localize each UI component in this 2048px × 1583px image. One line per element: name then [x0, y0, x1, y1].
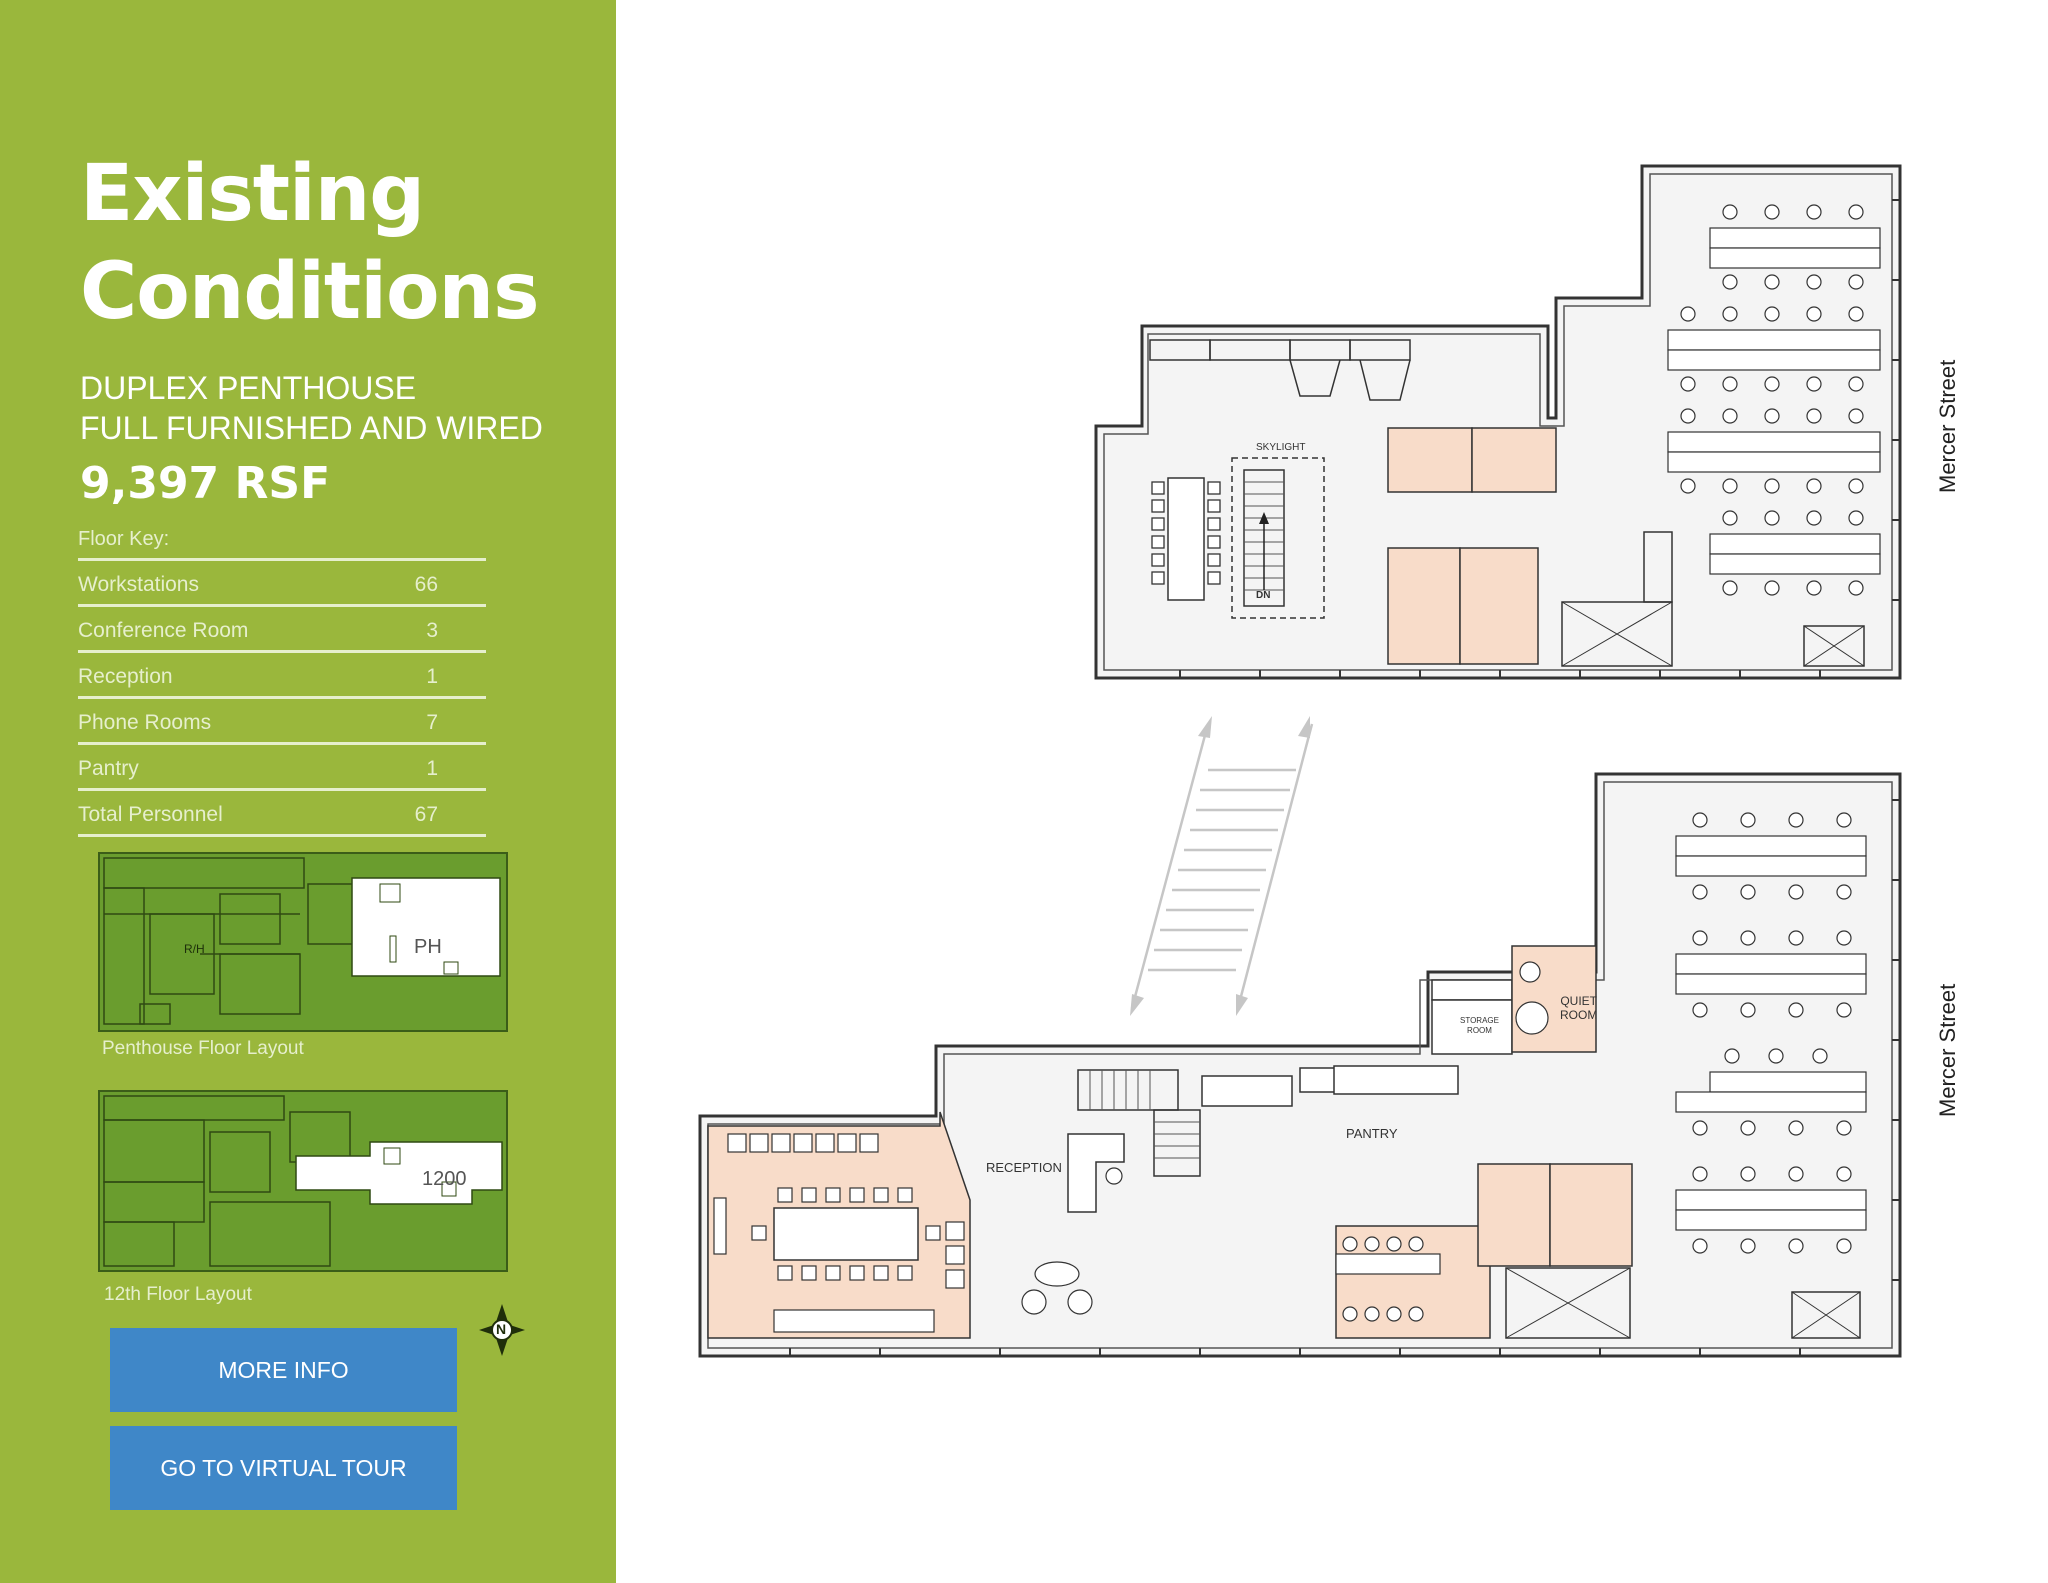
quiet-room-label: QUIET ROOM: [1560, 994, 1597, 1022]
floor-key-value: 1: [426, 665, 438, 688]
quiet-room-line-2: ROOM: [1560, 1008, 1598, 1022]
rsf-total: 9,397 RSF: [80, 458, 331, 509]
penthouse-thumbnail-drawing: [103, 857, 501, 1025]
subtitle-line-1: DUPLEX PENTHOUSE: [80, 370, 417, 406]
compass-letter: N: [496, 1321, 507, 1337]
subtitle: DUPLEX PENTHOUSE FULL FURNISHED AND WIRE…: [80, 368, 543, 448]
title-line-1: Existing: [80, 149, 425, 239]
virtual-tour-button[interactable]: GO TO VIRTUAL TOUR: [110, 1426, 457, 1510]
skylight-label: SKYLIGHT: [1256, 442, 1306, 453]
pantry-label: PANTRY: [1346, 1126, 1398, 1141]
floor-key-heading: Floor Key:: [78, 528, 170, 550]
stair-down-label: DN: [1256, 590, 1271, 601]
floor-key-table: Workstations 66 Conference Room 3 Receptio…: [78, 558, 486, 837]
floor-key-row: Pantry 1: [78, 742, 486, 788]
lower-street-label: Mercer Street: [1935, 983, 1960, 1117]
storage-room-line-1: STORAGE: [1460, 1016, 1499, 1025]
floor-key-value: 1: [426, 757, 438, 780]
floor-key-label: Total Personnel: [78, 803, 223, 826]
floor-key-value: 66: [414, 573, 438, 596]
floor-key-row: Workstations 66: [78, 558, 486, 604]
penthouse-thumbnail-tag: PH: [414, 936, 442, 958]
upper-street-label: Mercer Street: [1935, 359, 1960, 493]
penthouse-floor-caption: Penthouse Floor Layout: [102, 1038, 304, 1059]
floor-key-row: Reception 1: [78, 650, 486, 696]
12th-floor-thumbnail-tag: 1200: [422, 1168, 467, 1190]
title-line-2: Conditions: [80, 247, 539, 337]
floor-key-row: Phone Rooms 7: [78, 696, 486, 742]
more-info-button[interactable]: MORE INFO: [110, 1328, 457, 1412]
floor-key-label: Pantry: [78, 757, 139, 780]
floor-key-row: Conference Room 3: [78, 604, 486, 650]
floor-key-label: Reception: [78, 665, 173, 688]
floor-key-row: Total Personnel 67: [78, 788, 486, 837]
floor-key-label: Workstations: [78, 573, 199, 596]
page-title: Existing Conditions: [80, 145, 539, 341]
sidebar: Existing Conditions DUPLEX PENTHOUSE FUL…: [0, 0, 616, 1583]
12th-floor-thumbnail-drawing: [103, 1095, 503, 1267]
floor-key-label: Conference Room: [78, 619, 249, 642]
storage-room-label: STORAGE ROOM: [1460, 1016, 1499, 1036]
north-compass-icon: N: [477, 1302, 527, 1358]
storage-room-line-2: ROOM: [1467, 1026, 1492, 1035]
penthouse-thumbnail-rh: R/H: [184, 942, 205, 956]
quiet-room-line-1: QUIET: [1560, 994, 1597, 1008]
subtitle-line-2: FULL FURNISHED AND WIRED: [80, 410, 543, 446]
12th-floor-thumbnail: 1200: [98, 1090, 508, 1272]
upper-floor-outline: [1094, 164, 1902, 680]
floor-key-label: Phone Rooms: [78, 711, 212, 734]
reception-label: RECEPTION: [986, 1160, 1062, 1175]
floor-key-value: 7: [426, 711, 438, 734]
floor-key-value: 67: [414, 803, 438, 826]
penthouse-floor-thumbnail: PH R/H: [98, 852, 508, 1032]
12th-floor-caption: 12th Floor Layout: [104, 1284, 252, 1305]
floor-key-value: 3: [426, 619, 438, 642]
